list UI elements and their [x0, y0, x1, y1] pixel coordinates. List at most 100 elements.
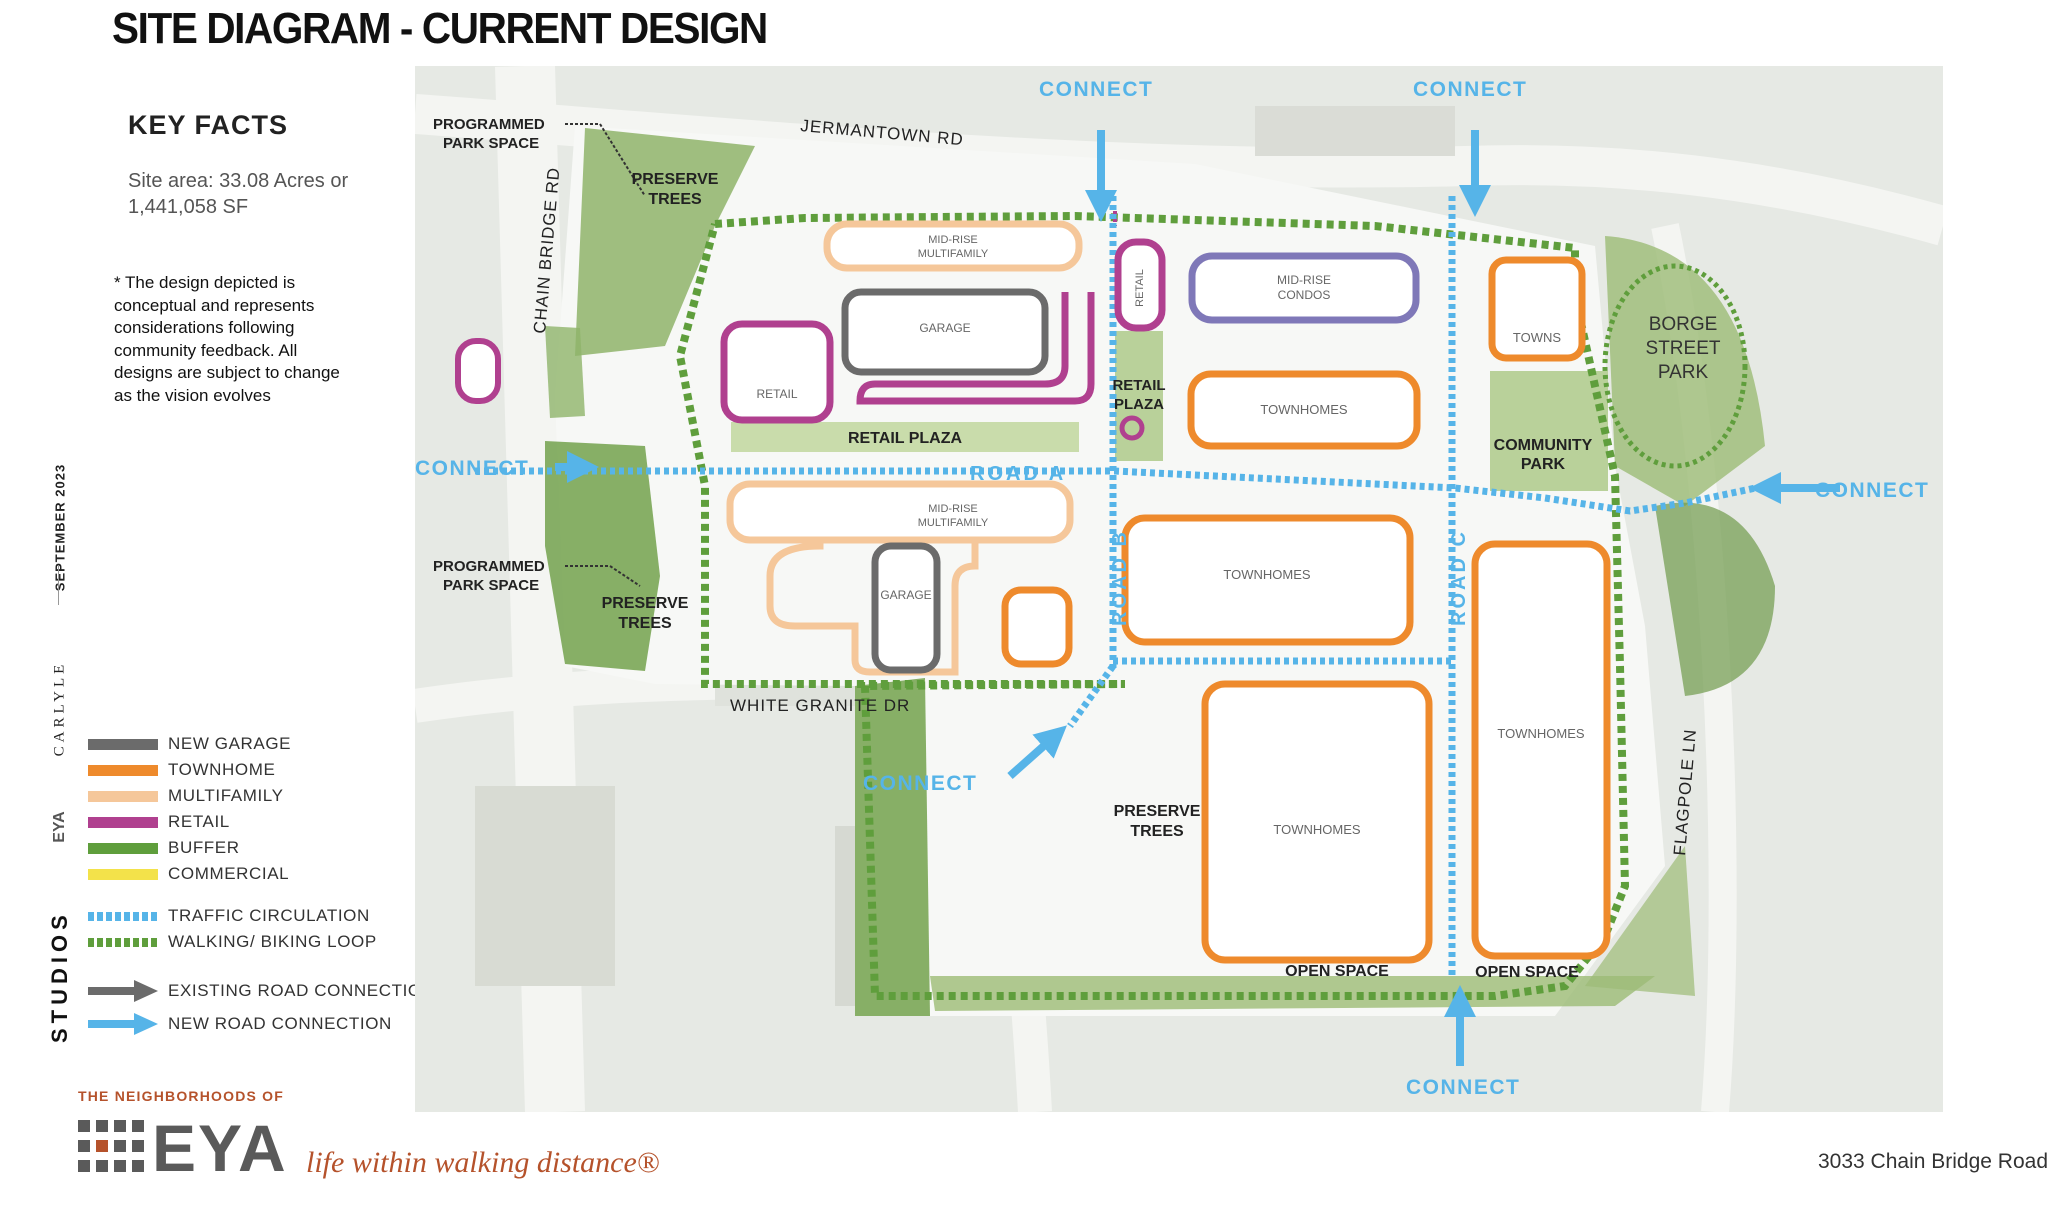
- road-a-label: ROAD A: [970, 463, 1066, 485]
- retail-label: RETAIL: [756, 387, 797, 401]
- legend-item-traffic: TRAFFIC CIRCULATION: [88, 903, 370, 929]
- connect-label-north-1: CONNECT: [1039, 78, 1153, 101]
- road-b-label: ROAD B: [1109, 529, 1131, 626]
- legend-item-commercial: COMMERCIAL: [88, 861, 289, 887]
- offsite-parcel: [475, 786, 615, 986]
- garage-label: GARAGE: [919, 321, 970, 335]
- offsite-parcel: [1255, 106, 1455, 156]
- preserve-trees-label: PRESERVE: [1114, 803, 1201, 820]
- legend-swatch: [88, 738, 158, 750]
- retail-plaza-small-label: RETAIL: [1112, 377, 1165, 394]
- legend-item-retail: RETAIL: [88, 809, 230, 835]
- legend-item-multifamily: MULTIFAMILY: [88, 783, 284, 809]
- legend-swatch: [88, 816, 158, 828]
- legend-label: TOWNHOME: [168, 760, 276, 779]
- townhomes-label: TOWNHOMES: [1260, 402, 1347, 417]
- connect-label-south: CONNECT: [1406, 1076, 1520, 1099]
- retail-block: [720, 320, 834, 424]
- road-b-south-extension: [1067, 663, 1116, 729]
- buffer-corner: [1585, 846, 1695, 996]
- legend-swatch: [88, 911, 158, 921]
- townhome-small-block: [1001, 586, 1073, 668]
- multifamily-label: MULTIFAMILY: [918, 517, 989, 529]
- connect-label-west: CONNECT: [415, 457, 529, 480]
- legend-label: TRAFFIC CIRCULATION: [168, 906, 370, 925]
- blue-arrow-icon: [88, 1013, 158, 1035]
- preserve-trees-south: [545, 441, 660, 671]
- multifamily-label: MULTIFAMILY: [918, 248, 989, 260]
- retail-pavilion: [455, 338, 501, 404]
- connect-arrows: [555, 130, 1840, 1066]
- key-facts-heading: KEY FACTS: [128, 110, 289, 140]
- midrise-label: MID-RISE: [928, 234, 978, 246]
- retail-plaza-label: RETAIL PLAZA: [848, 430, 963, 447]
- midrise-multifamily-south: [726, 480, 1074, 544]
- townhomes-label: TOWNHOMES: [1223, 567, 1310, 582]
- site-area-line2: 1,441,058 SF: [128, 196, 249, 218]
- midrise-label: MID-RISE: [928, 503, 978, 515]
- retail-plaza-small-label: PLAZA: [1114, 396, 1164, 413]
- page-title: SITE DIAGRAM - CURRENT DESIGN: [112, 4, 768, 53]
- legend-swatch: [88, 842, 158, 854]
- buffer-strip: [545, 326, 585, 418]
- community-park-label: COMMUNITY: [1494, 437, 1593, 454]
- townhomes-label: TOWNHOMES: [1497, 726, 1584, 741]
- studios-logo: STUDIOS: [47, 910, 72, 1043]
- project-address: 3033 Chain Bridge Road: [1818, 1150, 2048, 1173]
- road-c-label: ROAD C: [1448, 529, 1470, 626]
- retail-kiosk: [1119, 415, 1145, 441]
- towns-block: [1488, 256, 1586, 362]
- midrise-label: MID-RISE: [1277, 273, 1331, 287]
- borge-street-park-label: PARK: [1658, 362, 1709, 383]
- preserve-trees-label: TREES: [618, 615, 672, 632]
- programmed-park-label-2: PARK SPACE: [443, 135, 539, 152]
- design-disclaimer: * The design depicted is conceptual and …: [114, 273, 340, 405]
- eya-dots-icon: [78, 1120, 144, 1172]
- preserve-trees-north: [575, 128, 755, 356]
- programmed-park-label-1: PROGRAMMED: [433, 116, 545, 133]
- preserve-trees-label: TREES: [648, 191, 702, 208]
- community-park-label: PARK: [1521, 456, 1566, 473]
- borge-street-park-label: BORGE: [1649, 314, 1718, 335]
- programmed-park-label-3: PROGRAMMED: [433, 558, 545, 575]
- retail-plaza-area: [731, 422, 1079, 452]
- eya-small-logo: EYA: [51, 811, 68, 843]
- date-label: SEPTEMBER 2023: [52, 463, 68, 592]
- legend-label: COMMERCIAL: [168, 864, 290, 883]
- borge-street-park-label: STREET: [1646, 338, 1721, 359]
- connect-label-southwest: CONNECT: [863, 772, 977, 795]
- open-space-label: OPEN SPACE: [1285, 963, 1389, 980]
- townhomes-block-2: [1121, 514, 1414, 646]
- eya-brand-logo: EYA: [152, 1111, 288, 1185]
- retail-tower: [1114, 238, 1166, 332]
- legend-item-garage: NEW GARAGE: [88, 731, 291, 757]
- site-area-line1: Site area: 33.08 Acres or: [128, 170, 349, 192]
- legend-swatch: [88, 868, 158, 880]
- midrise-condos: [1188, 252, 1420, 324]
- legend-label: WALKING/ BIKING LOOP: [168, 932, 377, 951]
- retail-label: RETAIL: [1134, 269, 1146, 307]
- gray-arrow-icon: [88, 980, 158, 1002]
- townhomes-block-1: [1187, 370, 1421, 450]
- legend-item-existing-road: EXISTING ROAD CONNECTION: [88, 978, 435, 1004]
- tree-cluster: [1655, 502, 1775, 696]
- eya-tagline: life within walking distance®: [306, 1146, 660, 1179]
- legend-label: NEW ROAD CONNECTION: [168, 1014, 392, 1033]
- garage-label: GARAGE: [880, 588, 931, 602]
- leader-line: [565, 565, 641, 587]
- legend-item-buffer: BUFFER: [88, 835, 240, 861]
- legend-swatch: [88, 790, 158, 802]
- multifamily-wrap: [766, 540, 979, 676]
- white-granite-dr-label: WHITE GRANITE DR: [730, 696, 910, 715]
- retail-plaza-small-area: [1115, 331, 1163, 461]
- community-park-area: [1490, 371, 1608, 491]
- legend-label: RETAIL: [168, 812, 230, 831]
- condos-label: CONDOS: [1278, 288, 1331, 302]
- garage-south: [871, 542, 941, 674]
- sidebar-divider: [58, 565, 59, 605]
- legend-item-new-road: NEW ROAD CONNECTION: [88, 1011, 392, 1037]
- connect-label-north-2: CONNECT: [1413, 78, 1527, 101]
- townhomes-block-4: [1201, 680, 1433, 964]
- open-space-label: OPEN SPACE: [1475, 964, 1579, 981]
- midrise-multifamily-north: [823, 220, 1083, 272]
